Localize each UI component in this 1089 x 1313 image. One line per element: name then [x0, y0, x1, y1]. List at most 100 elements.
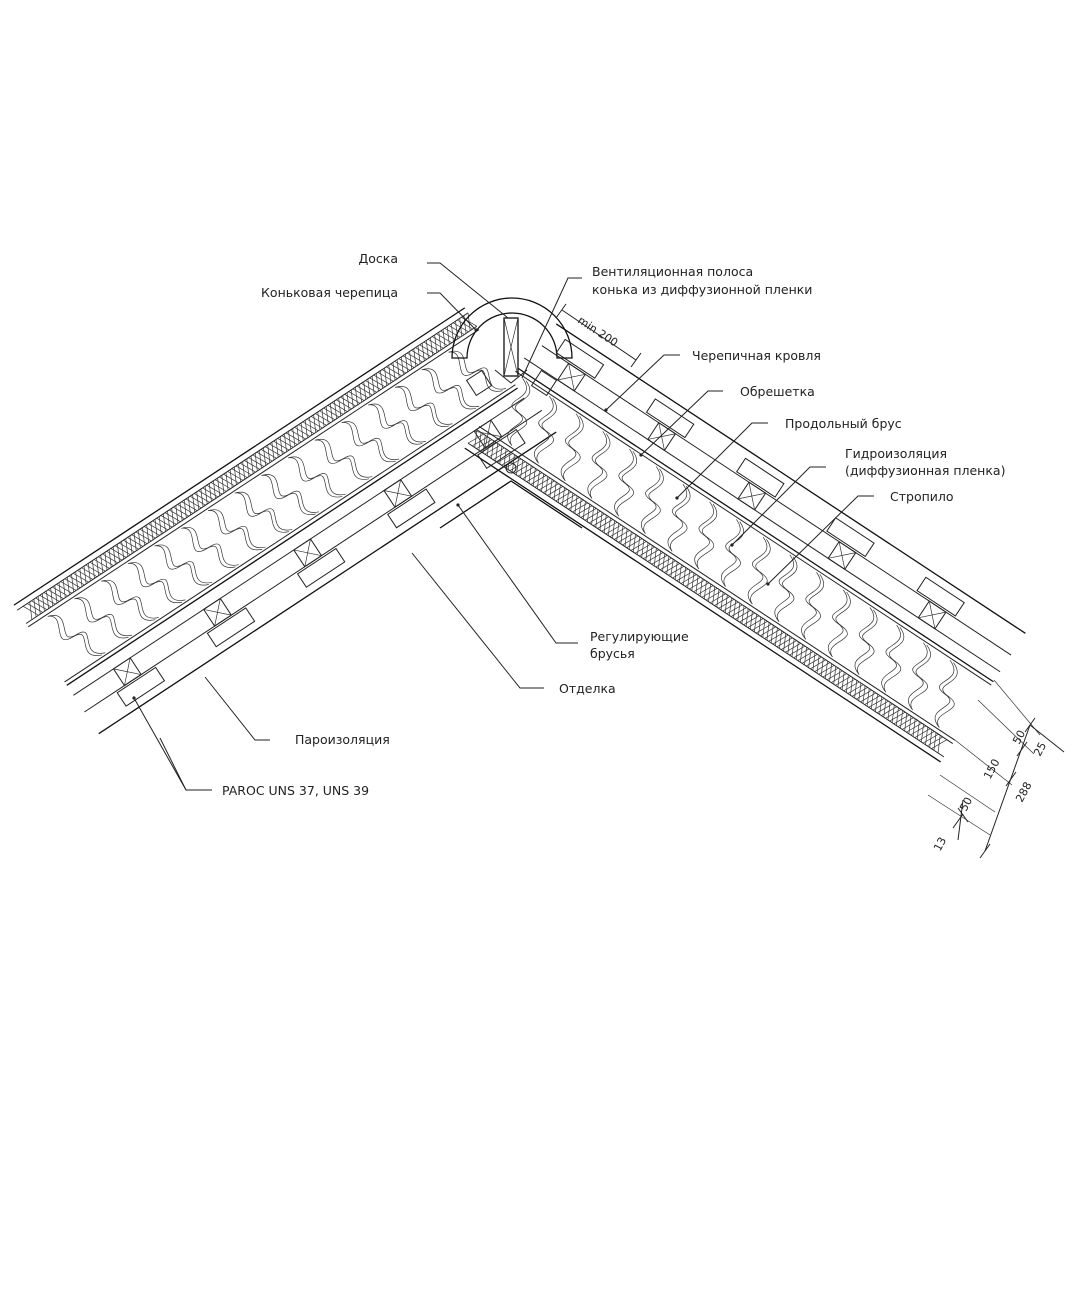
- insulation-loop: [207, 509, 266, 551]
- label-adjusting-1: Регулирующие: [590, 629, 689, 644]
- insulation-loop: [47, 615, 106, 656]
- label-vapour-barrier: Пароизоляция: [295, 732, 390, 747]
- battens-group: [555, 338, 965, 630]
- batten: [737, 481, 767, 511]
- finish-line: [464, 447, 941, 763]
- roof-tile-step: [916, 576, 965, 617]
- insulation-loop: [667, 483, 691, 552]
- insulation-loop: [394, 386, 453, 427]
- label-finish: Отделка: [559, 681, 616, 696]
- label-rafter: Стропило: [890, 489, 954, 504]
- insulation-loop: [534, 395, 557, 464]
- insulation-loop: [747, 536, 771, 605]
- adjusting-batten-hatch: [467, 429, 948, 754]
- dim-288: 288: [1013, 780, 1034, 805]
- insulation-loop: [101, 579, 159, 621]
- dim-150: 150: [981, 757, 1002, 782]
- roof-tile-step: [826, 517, 875, 558]
- label-waterproofing-2: (диффузионная пленка): [845, 463, 1005, 478]
- insulation-loop: [721, 519, 744, 587]
- dim-25: 25: [1031, 740, 1049, 758]
- ridge-batten-right: [530, 369, 558, 397]
- dim-min-200: min 200: [575, 314, 620, 350]
- label-counter-batten: Продольный брус: [785, 416, 902, 431]
- batten: [383, 478, 413, 508]
- roof-tile-step: [645, 398, 695, 439]
- adjusting-batten-line: [16, 312, 469, 611]
- rafter-top-line: [64, 384, 516, 683]
- insulation-pattern: [507, 378, 958, 728]
- left-roof-slope: [13, 307, 557, 735]
- label-battens: Обрешетка: [740, 384, 815, 399]
- label-waterproofing-1: Гидроизоляция: [845, 446, 947, 461]
- insulation-loop: [774, 554, 798, 623]
- dim-13: 13: [931, 835, 949, 853]
- insulation-loop: [801, 572, 824, 640]
- batten: [827, 540, 857, 571]
- roof-tile-step: [387, 488, 436, 529]
- insulation-loop: [234, 491, 293, 533]
- label-ridge-tile: Коньковая черепица: [261, 285, 398, 300]
- insulation-loop: [448, 350, 507, 392]
- label-insulation: PAROC UNS 37, UNS 39: [222, 783, 369, 798]
- waterproofing-membrane-line: [517, 367, 994, 683]
- insulation-loop: [154, 544, 213, 586]
- insulation-loop: [640, 466, 664, 534]
- roof-tile-step: [555, 338, 605, 379]
- roof-tile-step: [116, 666, 166, 707]
- insulation-loop: [694, 501, 718, 570]
- insulation-loop: [507, 378, 531, 446]
- insulation-loop: [614, 448, 637, 517]
- insulation-loop: [560, 413, 584, 482]
- insulation-pattern: [47, 350, 507, 656]
- roof-tile-step: [206, 607, 256, 648]
- insulation-bottom-line: [27, 329, 480, 628]
- batten: [112, 657, 142, 687]
- ridge-batten-left: [465, 369, 493, 397]
- ridge-ventilation-strip: [494, 369, 528, 384]
- insulation-loop: [261, 474, 320, 515]
- battens-group: [112, 419, 526, 707]
- dim-50-bottom: 50: [957, 795, 975, 813]
- insulation-loop: [827, 589, 851, 658]
- batten: [647, 422, 677, 452]
- rafter-top-line: [515, 370, 992, 686]
- waterproofing-membrane-line: [66, 387, 518, 686]
- ridge-tile: [451, 297, 573, 359]
- annotations: Доска Коньковая черепица Вентиляционная …: [132, 251, 1005, 798]
- batten: [202, 597, 233, 627]
- insulation-loop: [854, 607, 878, 675]
- ridge-board: [503, 317, 519, 377]
- insulation-loop: [314, 438, 373, 480]
- dimension-chain: 50 25 150 288 50 13: [927, 679, 1065, 859]
- batten: [556, 362, 587, 392]
- insulation-loop: [908, 642, 931, 711]
- label-vent-strip-1: Вентиляционная полоса: [592, 264, 753, 279]
- insulation-loop: [341, 421, 400, 463]
- insulation-loop: [881, 624, 905, 693]
- batten: [293, 538, 323, 568]
- right-roof-slope: [464, 323, 1026, 763]
- roof-tile-step: [296, 547, 346, 588]
- tile-roof-line: [555, 323, 1026, 634]
- label-tile-roof: Черепичная кровля: [692, 348, 821, 363]
- roof-tile-step: [735, 457, 785, 498]
- batten: [917, 600, 947, 630]
- insulation-loop: [368, 403, 426, 445]
- insulation-loop: [934, 660, 958, 728]
- adjusting-batten-hatch: [22, 312, 478, 620]
- insulation-loop: [181, 526, 239, 568]
- insulation-loop: [74, 597, 133, 639]
- insulation-loop: [127, 562, 186, 604]
- insulation-loop: [421, 368, 480, 410]
- insulation-loop: [288, 456, 346, 498]
- insulation-bottom-line: [478, 426, 956, 741]
- dim-50-top: 50: [1010, 728, 1028, 746]
- label-vent-strip-2: конька из диффузионной пленки: [592, 282, 812, 297]
- insulation-loop: [587, 431, 611, 499]
- tile-roof-line: [98, 431, 557, 735]
- roof-tile-step: [477, 428, 526, 469]
- label-adjusting-2: брусья: [590, 646, 635, 661]
- label-board: Доска: [359, 251, 399, 266]
